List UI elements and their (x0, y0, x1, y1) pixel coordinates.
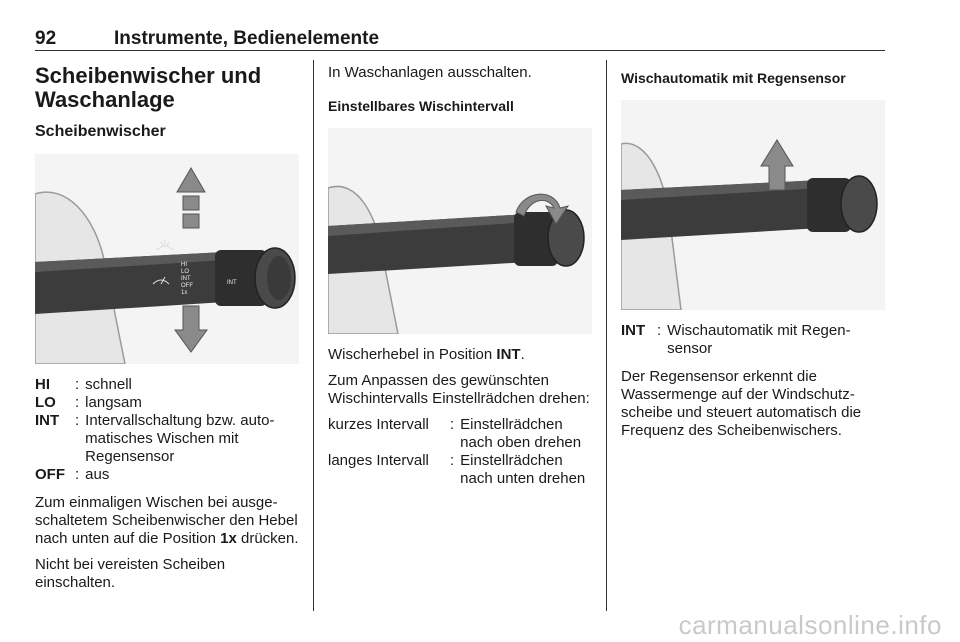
paragraph-icy-warning: Nicht bei vereisten Scheiben einschalten… (35, 556, 226, 591)
column-2: In Waschanlagen ausschalten. Einstellbar… (328, 64, 592, 498)
position-1x: 1x (220, 530, 237, 547)
lever-label-1x: 1x (181, 290, 187, 296)
rain-sensor-illustration (621, 100, 885, 310)
definition-desc: langsam (85, 394, 142, 411)
arrow-up-icon (760, 139, 794, 191)
column-3: Wischautomatik mit Regensensor INT:Wisch… (621, 64, 885, 448)
paragraph-rain-sensor: Der Regensensor erkennt die Wassermenge … (621, 368, 862, 439)
paragraph-single-wipe: Zum einmaligen Wischen bei ausge-schalte… (35, 494, 299, 548)
running-title: Instrumente, Bedienelemente (114, 28, 380, 49)
washer-icon (156, 240, 174, 251)
interval-definitions: kurzes Intervall:Einstellrädchen nach ob… (328, 416, 592, 488)
page-number: 92 (35, 28, 57, 49)
subheading-rain-sensor: Wischautomatik mit Regensensor (621, 70, 846, 86)
rotate-arrow-icon (515, 193, 570, 225)
page-header: 92 Instrumente, Bedienelemente (35, 28, 885, 50)
definition-row: kurzes Intervall:Einstellrädchen nach ob… (328, 416, 592, 452)
arrow-up-icon (176, 167, 206, 229)
text-run: Wischerhebel in Position (328, 346, 497, 363)
lever-label-hi: HI (181, 262, 187, 268)
wiper-icon (152, 276, 170, 285)
definition-term: kurzes Intervall (328, 416, 429, 433)
ring-label-int: INT (227, 280, 237, 286)
column-1: Scheibenwischer und Waschanlage Scheiben… (35, 64, 299, 600)
column-divider-2 (606, 60, 607, 611)
watermark: carmanualsonline.info (678, 610, 942, 640)
paragraph-adjust: Zum Anpassen des gewünschten Wischinterv… (328, 372, 590, 407)
definition-desc: schnell (85, 376, 132, 393)
section-title: Scheibenwischer und Waschanlage (35, 64, 299, 112)
lever-label-int: INT (181, 276, 191, 282)
definition-row: INT:Intervallschaltung bzw. auto-matisch… (35, 412, 299, 466)
definition-row: langes Intervall:Einstellrädchen nach un… (328, 452, 592, 488)
definition-term: INT (35, 412, 60, 429)
subheading-interval: Einstellbares Wischintervall (328, 98, 514, 114)
definition-term: HI (35, 376, 50, 393)
paragraph-car-wash: In Waschanlagen ausschalten. (328, 64, 532, 81)
lever-label-lo: LO (181, 269, 189, 275)
definition-term: langes Intervall (328, 452, 429, 469)
definition-row: HI:schnell (35, 376, 299, 394)
text-run: . (520, 346, 525, 363)
definition-row: LO:langsam (35, 394, 299, 412)
definition-row: INT:Wischautomatik mit Regen-sensor (621, 322, 885, 358)
position-int: INT (496, 346, 521, 363)
figure-wiper-lever: HI LO INT OFF 1x INT (35, 154, 299, 364)
definition-desc: Einstellrädchen nach unten drehen (460, 452, 586, 487)
definition-term: LO (35, 394, 56, 411)
arrow-down-icon (174, 305, 208, 353)
figure-interval-wheel (328, 128, 592, 334)
rain-sensor-definitions: INT:Wischautomatik mit Regen-sensor (621, 322, 885, 358)
figure-rain-sensor (621, 100, 885, 310)
lever-label-off: OFF (181, 283, 193, 289)
definition-desc: Wischautomatik mit Regen-sensor (667, 322, 851, 357)
definition-desc: Intervallschaltung bzw. auto-matisches W… (85, 412, 275, 465)
text-run: Zum einmaligen Wischen bei ausge-schalte… (35, 494, 298, 547)
wiper-lever-illustration: HI LO INT OFF 1x INT (35, 154, 299, 364)
header-rule (35, 50, 885, 51)
position-definitions: HI:schnell LO:langsam INT:Intervallschal… (35, 376, 299, 484)
subheading-wiper: Scheibenwischer (35, 123, 166, 140)
section-title-line1: Scheibenwischer und (35, 63, 262, 88)
text-run: drücken. (236, 530, 299, 547)
definition-term: INT (621, 322, 646, 339)
section-title-line2: Waschanlage (35, 87, 175, 112)
definition-term: OFF (35, 466, 65, 483)
definition-desc: aus (85, 466, 110, 483)
column-divider-1 (313, 60, 314, 611)
paragraph-int-position: Wischerhebel in Position INT. (328, 346, 592, 364)
definition-desc: Einstellrädchen nach oben drehen (460, 416, 582, 451)
definition-row: OFF:aus (35, 466, 299, 484)
interval-wheel-illustration (328, 128, 592, 334)
